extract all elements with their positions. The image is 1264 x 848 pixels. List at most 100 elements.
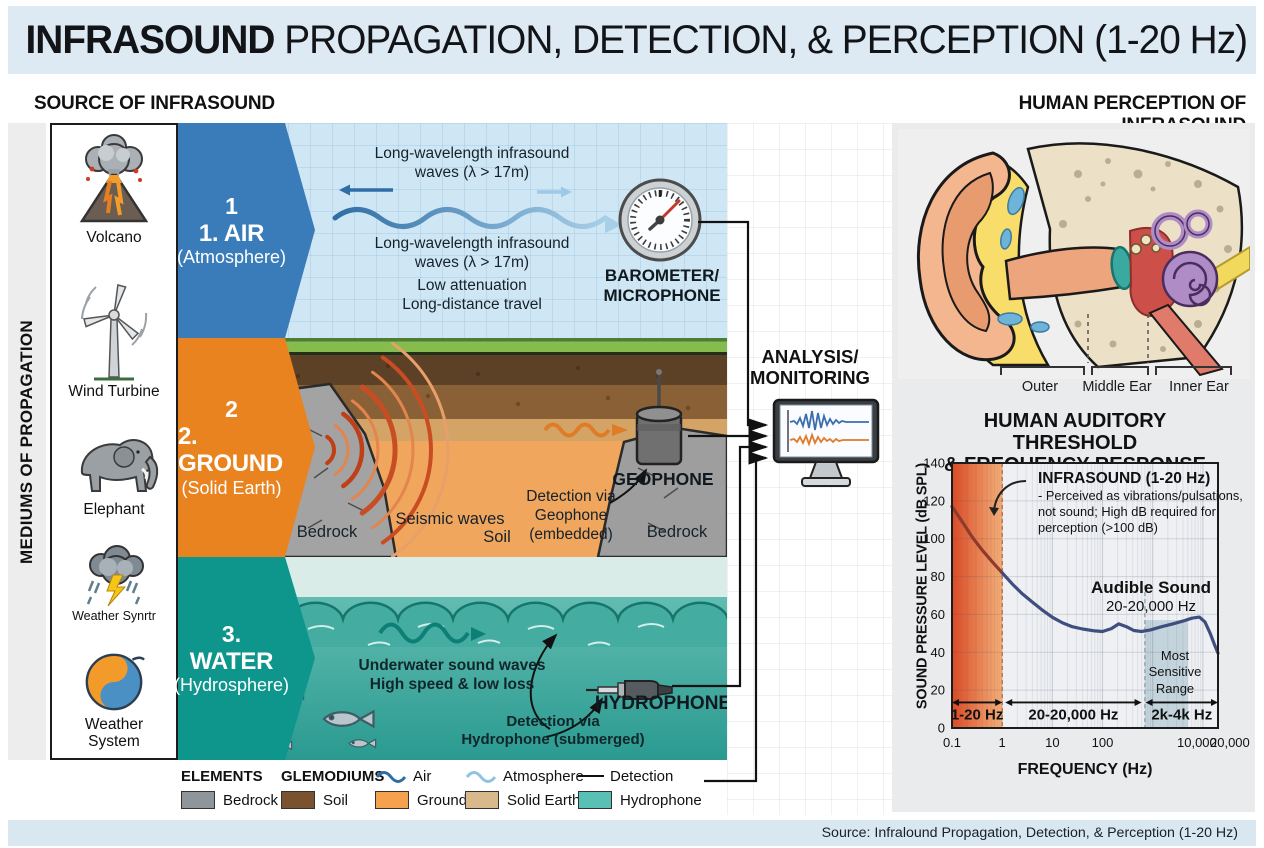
svg-text:100: 100 — [1092, 735, 1114, 750]
legend-col-air: Air Ground — [375, 766, 467, 816]
legend-header-mediums: GLEMODIUMS — [281, 767, 385, 785]
source-label: Elephant — [83, 501, 145, 519]
svg-text:60: 60 — [931, 607, 945, 622]
air-chevron-text: 1 1. AIR (Atmosphere) — [176, 123, 287, 338]
air-subtitle: (Atmosphere) — [176, 247, 287, 268]
wind-turbine-icon — [80, 284, 148, 381]
bedrock-right-label: Bedrock — [646, 523, 708, 541]
audible-sound-sub: 20-20,000 Hz — [1105, 598, 1197, 615]
svg-text:10,000: 10,000 — [1177, 735, 1217, 750]
svg-text:FREQUENCY (Hz): FREQUENCY (Hz) — [1018, 761, 1153, 778]
solid-earth-swatch — [465, 791, 499, 809]
source-item-weather-storm: Weather Synrtr — [72, 545, 156, 623]
hydrophone-swatch — [578, 791, 612, 809]
barometer-microphone-label: BAROMETER/ MICROPHONE — [603, 266, 721, 305]
svg-text:1: 1 — [999, 735, 1006, 750]
svg-text:40: 40 — [931, 645, 945, 660]
audible-sound-annotation: Audible Sound 20-20,000 Hz — [1071, 578, 1231, 615]
soil-swatch — [281, 791, 315, 809]
barometer-icon — [618, 178, 702, 262]
title-bold: INFRASOUND — [25, 18, 275, 62]
svg-text:20: 20 — [931, 683, 945, 698]
title-rest: PROPAGATION, DETECTION, & PERCEPTION (1-… — [274, 18, 1248, 62]
air-wave-top-label: Long-wavelength infrasound waves (λ > 17… — [374, 145, 570, 181]
svg-text:80: 80 — [931, 569, 945, 584]
source-label: Weather System — [84, 716, 144, 750]
storm-cloud-icon — [86, 545, 144, 607]
ground-number: 2 — [225, 396, 238, 423]
legend-label-hydrophone: Hydrophone — [620, 791, 702, 809]
geophone-icon — [635, 369, 683, 466]
source-item-volcano: Volcano — [68, 133, 160, 246]
air-wave-illustration — [332, 184, 622, 233]
water-number: 3. — [221, 621, 242, 648]
page-title: INFRASOUND PROPAGATION, DETECTION, & PER… — [8, 6, 1248, 74]
propagation-diagram: Long-wavelength infrasound waves (λ > 17… — [174, 123, 727, 760]
air-attenuation-note: Low attenuation Long-distance travel — [402, 277, 542, 313]
air-number: 1 — [225, 193, 238, 220]
underwater-wave-label: Underwater sound waves High speed & low … — [358, 657, 546, 693]
air-name: 1. AIR — [198, 219, 265, 247]
svg-text:100: 100 — [923, 531, 945, 546]
audible-sound-title: Audible Sound — [1091, 578, 1211, 597]
source-panel: Volcano Wind Turbine — [50, 123, 178, 760]
bedrock-left-label: Bedrock — [296, 523, 358, 541]
svg-text:0.1: 0.1 — [943, 735, 961, 750]
source-of-infrasound-header: SOURCE OF INFRASOUND — [34, 93, 275, 114]
legend-label-air: Air — [413, 767, 432, 785]
mediums-of-propagation-axis: MEDIUMS OF PROPAGATION — [8, 123, 46, 760]
air-chevron — [178, 123, 315, 338]
source-label: Wind Turbine — [68, 383, 160, 401]
legend-label-ground: Ground — [417, 791, 468, 809]
source-item-weather-system: Weather System — [82, 650, 146, 750]
volcano-icon — [79, 134, 149, 223]
legend-col-mediums: GLEMODIUMS Soil — [281, 766, 384, 816]
svg-text:0: 0 — [938, 721, 945, 736]
svg-text:120: 120 — [923, 493, 945, 508]
geophone-label: GEOPHONE — [612, 469, 714, 489]
atmosphere-wave-icon — [465, 771, 497, 783]
ear-label-inner: Inner Ear — [1169, 379, 1229, 395]
source-label: Weather Synrtr — [72, 609, 156, 624]
svg-text:140: 140 — [923, 456, 945, 471]
weather-system-icon — [85, 654, 145, 711]
legend-col-detection: Detection Hydrophone — [578, 766, 702, 816]
svg-text:20,000: 20,000 — [1210, 735, 1250, 750]
legend-label-bedrock: Bedrock — [223, 791, 279, 809]
monitor-icon — [772, 398, 880, 487]
perception-panel: Outer Middle Ear Inner Ear HUMAN AUDITOR… — [892, 123, 1255, 812]
seismic-waves-label: Seismic waves — [395, 510, 505, 528]
air-wave-icon — [375, 771, 407, 783]
svg-text:2k-4k Hz: 2k-4k Hz — [1151, 706, 1212, 723]
most-sensitive-annotation: Most Sensitive Range — [1148, 648, 1202, 696]
ear-anatomy-illustration — [898, 129, 1250, 379]
ground-name: 2. GROUND — [178, 422, 283, 478]
legend-header-elements: ELEMENTS — [181, 767, 263, 785]
water-chevron — [178, 557, 315, 760]
hydrophone-detection-note: Detection via Hydrophone (submerged) — [461, 713, 645, 749]
analysis-monitoring-label: ANALYSIS/ MONITORING — [750, 346, 870, 389]
elephant-icon — [80, 439, 159, 493]
ground-swatch — [375, 791, 409, 809]
soil-label: Soil — [483, 528, 511, 546]
ear-label-middle: Middle Ear — [1082, 379, 1152, 395]
water-name: WATER — [189, 647, 274, 675]
infrasound-annotation: INFRASOUND (1-20 Hz) - Perceived as vibr… — [1038, 470, 1243, 536]
legend: ELEMENTS Bedrock GLEMODIUMS Soil Air Gro… — [181, 766, 781, 816]
ear-label-outer: Outer — [1021, 379, 1059, 395]
water-subtitle: (Hydrosphere) — [173, 675, 290, 696]
svg-text:20-20,000 Hz: 20-20,000 Hz — [1028, 706, 1118, 723]
source-attribution: Source: Infralound Propagation, Detectio… — [8, 820, 1256, 846]
ground-chevron — [178, 338, 315, 557]
air-wave-bottom-label: Long-wavelength infrasound waves (λ > 17… — [374, 235, 570, 271]
legend-label-soil: Soil — [323, 791, 349, 809]
legend-label-detection: Detection — [610, 767, 674, 785]
svg-text:10: 10 — [1045, 735, 1059, 750]
geophone-detection-note: Detection via Geophone (embedded) — [526, 488, 616, 543]
infrasound-annotation-title: INFRASOUND (1-20 Hz) — [1038, 470, 1211, 487]
bedrock-swatch — [181, 791, 215, 809]
legend-col-atmosphere: Atmosphere Solid Earth — [465, 766, 584, 816]
ground-chevron-text: 2 2. GROUND (Solid Earth) — [178, 338, 285, 557]
